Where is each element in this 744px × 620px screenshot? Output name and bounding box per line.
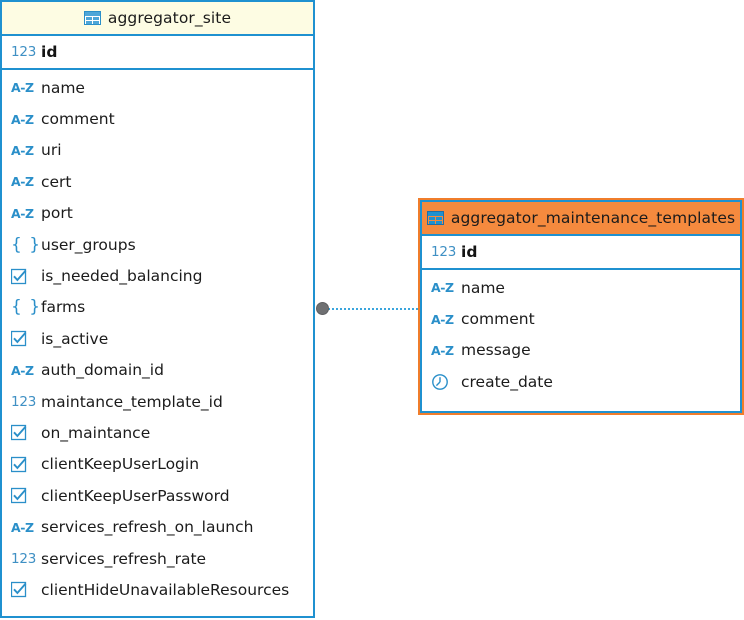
column-name: uri	[41, 141, 62, 160]
column-name: on_maintance	[41, 423, 151, 442]
table-aggregator-maintenance-templates[interactable]: aggregator_maintenance_templates 123 id …	[418, 198, 744, 415]
table-row[interactable]: A-Z services_refresh_on_launch	[2, 511, 313, 542]
column-name: auth_domain_id	[41, 361, 164, 380]
table-row[interactable]: clientKeepUserLogin	[2, 449, 313, 480]
relationship-line[interactable]	[328, 308, 418, 310]
text-icon: A-Z	[11, 519, 34, 535]
table-row[interactable]: is_active	[2, 323, 313, 354]
column-list: A-Z name A-Z comment A-Z uri A-Z cert A-…	[2, 70, 313, 606]
column-name: id	[461, 243, 478, 261]
table-row[interactable]: A-Z cert	[2, 166, 313, 197]
number-icon: 123	[11, 44, 37, 60]
column-name: clientKeepUserPassword	[41, 486, 230, 505]
boolean-icon	[11, 424, 37, 441]
text-icon: A-Z	[11, 362, 34, 378]
number-icon: 123	[11, 393, 37, 410]
column-name: services_refresh_on_launch	[41, 518, 254, 537]
column-name: id	[41, 43, 58, 61]
relationship-endpoint-dot[interactable]	[316, 302, 329, 315]
table-row[interactable]: A-Z comment	[2, 103, 313, 134]
table-row[interactable]: A-Z name	[422, 272, 740, 303]
table-row[interactable]: clientHideUnavailableResources	[2, 574, 313, 605]
table-row[interactable]: clientKeepUserPassword	[2, 480, 313, 511]
number-icon: 123	[11, 550, 37, 567]
text-icon: A-Z	[11, 174, 34, 190]
table-row[interactable]: A-Z comment	[422, 303, 740, 334]
column-name: create_date	[461, 372, 553, 391]
column-name: user_groups	[41, 235, 136, 254]
table-row[interactable]: A-Z name	[2, 72, 313, 103]
boolean-icon	[11, 487, 37, 504]
column-name: clientKeepUserLogin	[41, 455, 200, 474]
table-aggregator-site[interactable]: aggregator_site 123 id A-Z name A-Z comm…	[0, 0, 315, 618]
column-name: services_refresh_rate	[41, 549, 207, 568]
text-icon: A-Z	[431, 311, 454, 327]
datetime-icon	[431, 373, 457, 391]
object-icon: { }	[11, 297, 42, 318]
column-list: A-Z name A-Z comment A-Z message	[422, 270, 740, 398]
column-name: clientHideUnavailableResources	[41, 580, 290, 599]
table-row-primary-key[interactable]: 123 id	[422, 236, 740, 270]
column-name: comment	[41, 110, 115, 129]
column-name: maintance_template_id	[41, 392, 223, 411]
table-row[interactable]: { } farms	[2, 292, 313, 323]
text-icon: A-Z	[11, 142, 34, 158]
table-row-primary-key[interactable]: 123 id	[2, 36, 313, 70]
column-name: name	[461, 278, 505, 297]
column-name: comment	[461, 310, 535, 329]
table-header-aggregator-site[interactable]: aggregator_site	[2, 2, 313, 36]
table-icon	[426, 211, 444, 225]
text-icon: A-Z	[11, 205, 34, 221]
object-icon: { }	[11, 234, 42, 255]
text-icon: A-Z	[431, 342, 454, 358]
table-row[interactable]: 123 maintance_template_id	[2, 386, 313, 417]
column-name: message	[461, 341, 531, 360]
table-title: aggregator_maintenance_templates	[450, 209, 736, 227]
table-icon	[83, 11, 101, 25]
boolean-icon	[11, 330, 37, 347]
table-row[interactable]: A-Z auth_domain_id	[2, 355, 313, 386]
table-row[interactable]: A-Z uri	[2, 135, 313, 166]
table-row[interactable]: A-Z port	[2, 198, 313, 229]
table-row[interactable]: on_maintance	[2, 417, 313, 448]
table-row[interactable]: create_date	[422, 366, 740, 397]
column-name: farms	[41, 298, 86, 317]
number-icon: 123	[431, 244, 457, 260]
column-name: name	[41, 78, 85, 97]
table-row[interactable]: is_needed_balancing	[2, 260, 313, 291]
column-name: cert	[41, 172, 72, 191]
table-header-aggregator-maintenance-templates[interactable]: aggregator_maintenance_templates	[422, 202, 740, 236]
text-icon: A-Z	[431, 280, 454, 296]
table-title: aggregator_site	[107, 9, 232, 27]
boolean-icon	[11, 268, 37, 285]
table-row[interactable]: { } user_groups	[2, 229, 313, 260]
column-name: port	[41, 204, 73, 223]
table-row[interactable]: A-Z message	[422, 335, 740, 366]
column-name: is_needed_balancing	[41, 267, 203, 286]
table-row[interactable]: 123 services_refresh_rate	[2, 543, 313, 574]
boolean-icon	[11, 456, 37, 473]
text-icon: A-Z	[11, 111, 34, 127]
text-icon: A-Z	[11, 80, 34, 96]
boolean-icon	[11, 581, 37, 598]
column-name: is_active	[41, 329, 109, 348]
